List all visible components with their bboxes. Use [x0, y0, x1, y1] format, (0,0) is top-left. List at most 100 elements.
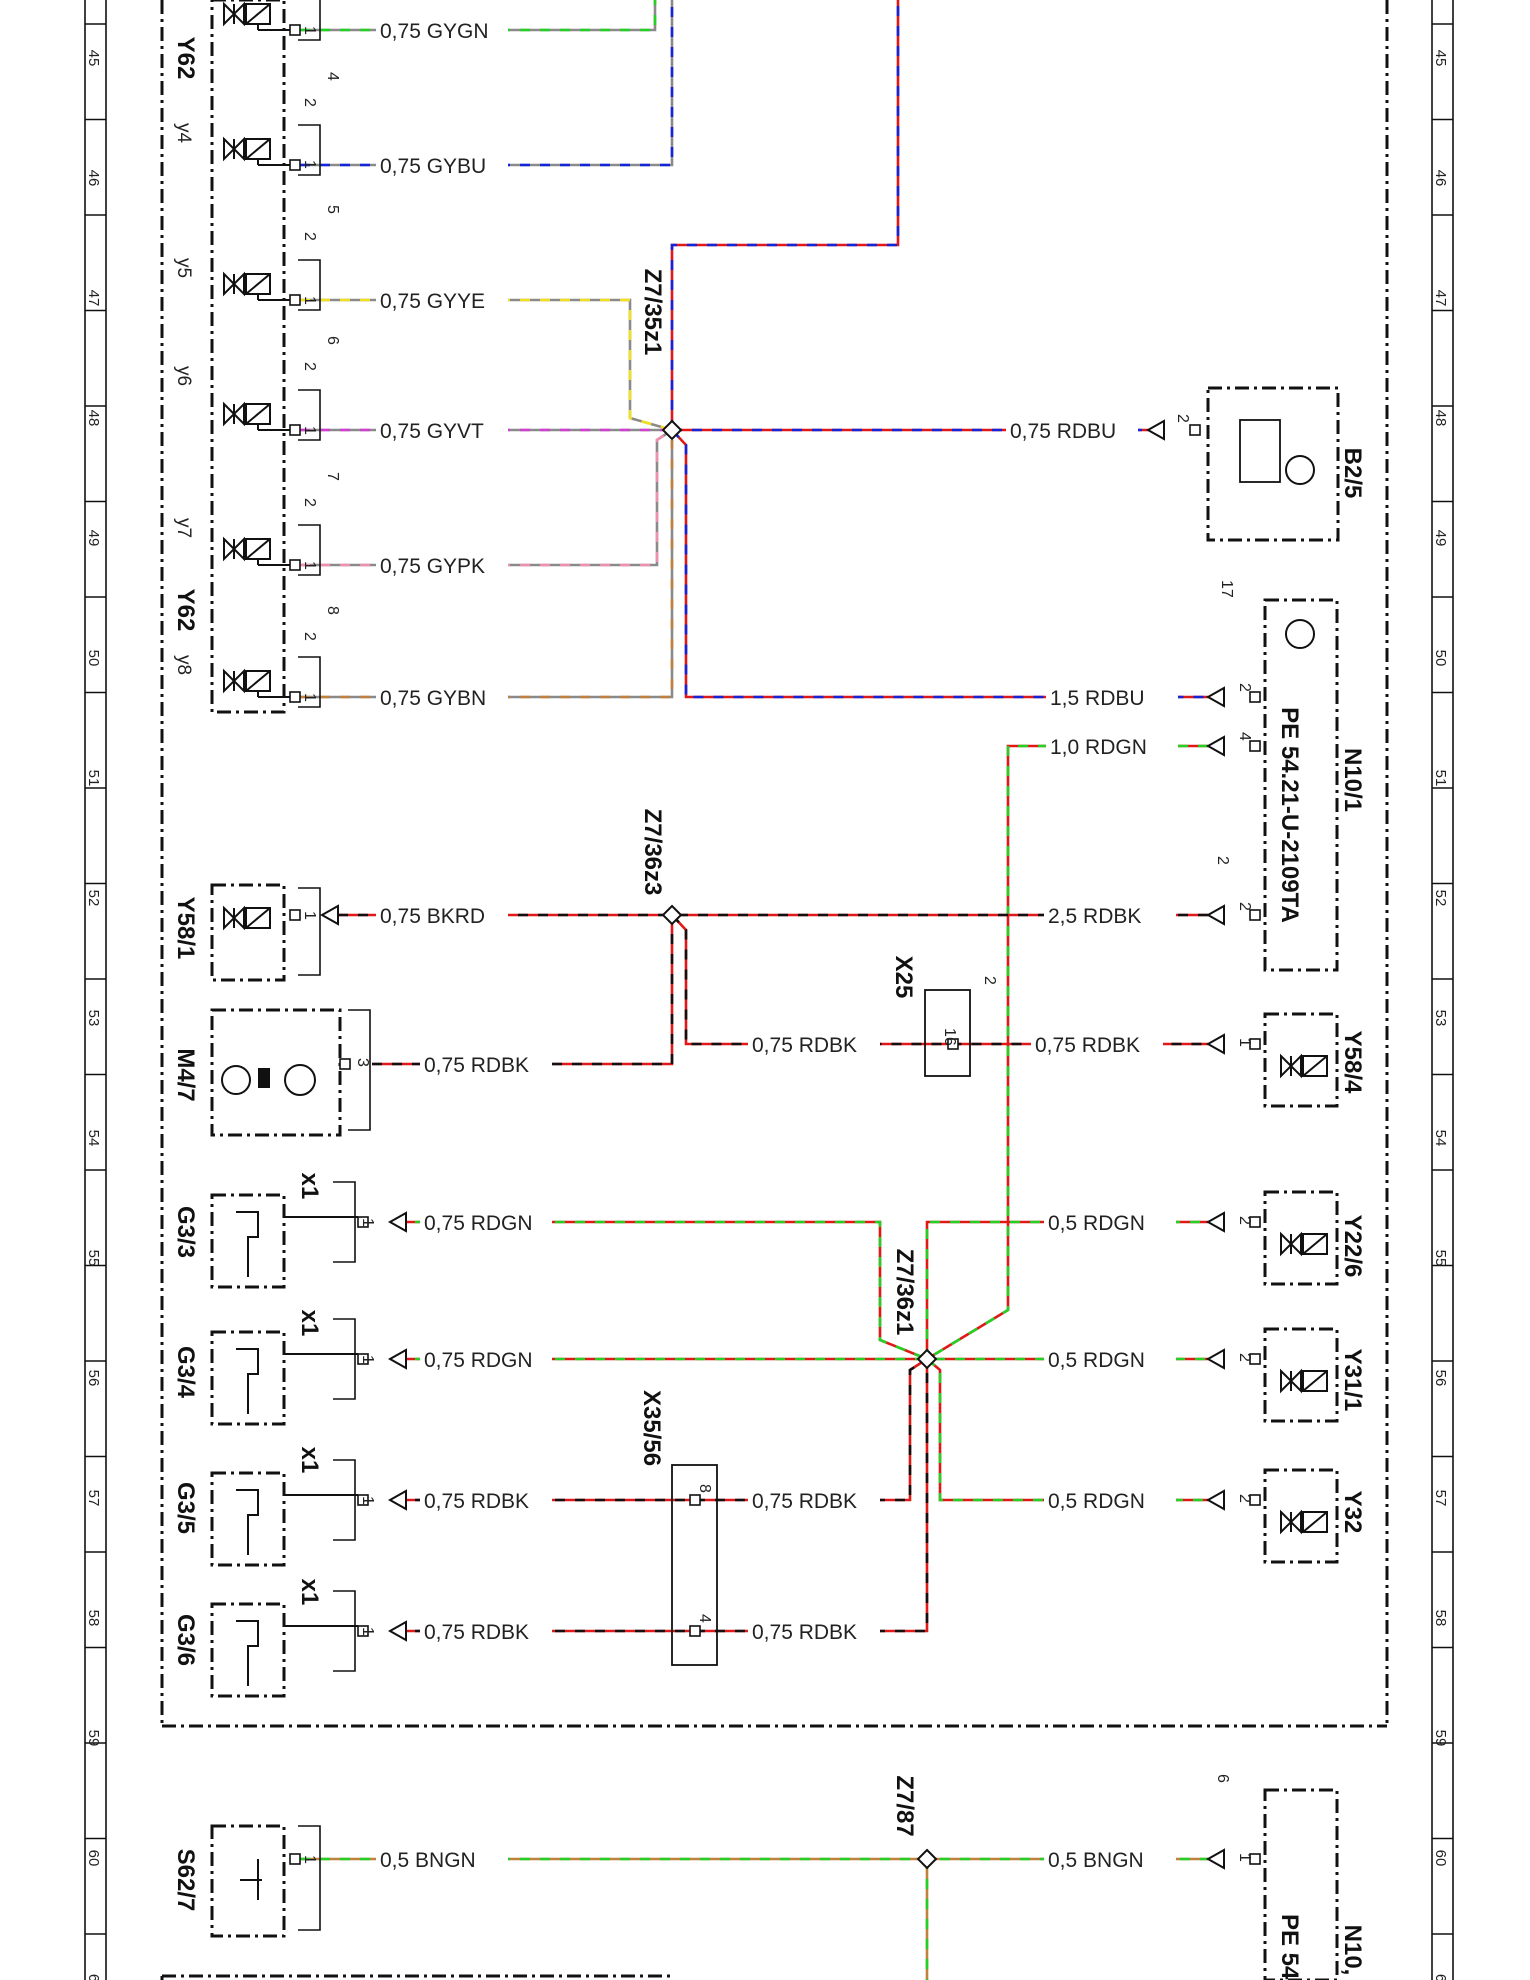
g3-3-sensor-icon: [236, 1211, 259, 1277]
y32-housing: [1263, 1468, 1339, 1564]
row-number-right: 56: [1432, 1370, 1449, 1387]
pin-number: 5: [324, 205, 341, 214]
pin-number: 1: [1236, 1038, 1253, 1047]
y62-connector: [298, 0, 321, 41]
y31-1-valve: [1280, 1368, 1328, 1394]
x25-pin: [947, 1038, 959, 1050]
pin-number: 2: [1236, 1216, 1253, 1225]
wire-label-bg: [420, 1208, 552, 1234]
wire-label-bg: [376, 901, 508, 927]
label-m4-7: M4/7: [172, 1048, 199, 1101]
wire-label-bg: [420, 1345, 552, 1371]
wire-rdgn-g33-base: [395, 1220, 928, 1361]
motor-brush-icon: [258, 1068, 270, 1088]
n10-1-pin: [1249, 909, 1261, 921]
y58-1-arrow: [319, 904, 339, 926]
wire-label-bngn-r: 0,5 BNGN: [1048, 1849, 1144, 1872]
n10-1-transistor-icon: [1285, 619, 1315, 649]
left-ruler: [84, 0, 107, 1980]
y62-pin: [289, 691, 301, 703]
wire-label-bg: [420, 1617, 552, 1643]
pin-number: 6: [324, 336, 341, 345]
pin-number: 2: [1174, 414, 1191, 423]
pin-number: 2: [1236, 1353, 1253, 1362]
y62-valve-6-diag: [245, 403, 271, 425]
y22-6-valve: [1280, 1231, 1328, 1257]
wire-label-gypk: 0,75 GYPK: [380, 555, 485, 578]
g3-6-connector: [333, 1590, 356, 1672]
pin-number: 4: [324, 72, 341, 81]
row-number-left: 50: [85, 650, 102, 667]
wire-label-bg: [1006, 416, 1138, 442]
label-y4: y4: [173, 123, 194, 144]
g3-5-arrow: [387, 1489, 407, 1511]
pin-number: 17: [1218, 580, 1235, 598]
g3-4-housing: [210, 1330, 286, 1426]
wire-label-bg: [420, 1486, 552, 1512]
y58-1-connector: [298, 887, 321, 976]
y62-valve-8-diag: [245, 670, 271, 692]
y58-1-valve-seat: [223, 905, 245, 931]
wire-label-gygn: 0,75 GYGN: [380, 20, 489, 43]
wire-rdbu-n10-base: [671, 429, 1208, 699]
pin-number: 16: [941, 1028, 958, 1046]
wire-label-rdbu-b25: 0,75 RDBU: [1010, 420, 1116, 443]
pin-number: 2: [301, 498, 318, 507]
row-number-left: 59: [85, 1730, 102, 1747]
wire-rdbk-m47-stripe: [372, 915, 674, 1066]
n10-1-arrow: [1205, 904, 1225, 926]
y62-valve-6-seat: [223, 401, 245, 427]
pin-number: 2: [981, 976, 998, 985]
wire-gypk: [300, 428, 673, 567]
wire-rdbk-m47-base: [372, 915, 674, 1066]
g3-6-housing: [210, 1602, 286, 1698]
pin-number: 1: [359, 1218, 376, 1227]
y62-valve-7-seat: [223, 536, 245, 562]
wire-label-bg: [1044, 1845, 1176, 1871]
g3-4-connector: [333, 1318, 356, 1400]
label-y22-6: Y22/6: [1339, 1215, 1366, 1278]
y62-valve-5-diag: [245, 273, 271, 295]
s62-7-connector: [298, 1825, 321, 1931]
wire-label-rdbk-x35-4: 0,75 RDBK: [752, 1621, 857, 1644]
y62-valve-3: [223, 1, 271, 27]
label-y31-1: Y31/1: [1339, 1349, 1366, 1412]
pin-number: 1: [301, 160, 318, 169]
wire-label-bg: [1044, 1345, 1176, 1371]
n10-bottom-arrow: [1205, 1848, 1225, 1870]
g3-6-arrow: [387, 1620, 407, 1642]
wire-rdgn-y226-base: [925, 1220, 1208, 1359]
y62-valve-8-seat: [223, 668, 245, 694]
s62-7-pin: [289, 1853, 301, 1865]
row-number-right: 47: [1432, 290, 1449, 307]
wire-rdbk-g35: [395, 1357, 928, 1502]
row-number-right: 51: [1432, 770, 1449, 787]
wire-rdbu-up-stripe: [670, 0, 900, 430]
y58-1-pin: [289, 909, 301, 921]
y31-1-pin: [1249, 1353, 1261, 1365]
wire-label-rdgn-g33: 0,75 RDGN: [424, 1212, 533, 1235]
wire-rdbk-g35-stripe: [395, 1357, 928, 1502]
label-g3-3: G3/3: [172, 1206, 199, 1258]
label-y6: y6: [173, 366, 194, 386]
wire-label-bg: [1044, 1486, 1176, 1512]
n10-bottom-pin: [1249, 1853, 1261, 1865]
x35-56-connector: [671, 1464, 718, 1666]
y62-valve-7-diag: [245, 538, 271, 560]
wire-label-rdbk-x25-l: 0,75 RDBK: [752, 1034, 857, 1057]
motor-icon: [221, 1065, 251, 1095]
wire-rdbu-up-base: [670, 0, 900, 430]
y32-arrow: [1205, 1489, 1225, 1511]
splice-nodes: [661, 419, 938, 1870]
y62-connector: [298, 124, 321, 176]
g3-4-pin: [357, 1353, 369, 1365]
label-y58-4: Y58/4: [1339, 1031, 1366, 1094]
b2-5-arrow: [1145, 419, 1165, 441]
row-number-left: 45: [85, 50, 102, 67]
splice-node-z7-36z1: [916, 1348, 938, 1370]
x25-connector: [924, 989, 971, 1077]
splice-label-z7-36z1: Z7/36z1: [891, 1249, 918, 1336]
m4-7-connector: [348, 1009, 371, 1131]
